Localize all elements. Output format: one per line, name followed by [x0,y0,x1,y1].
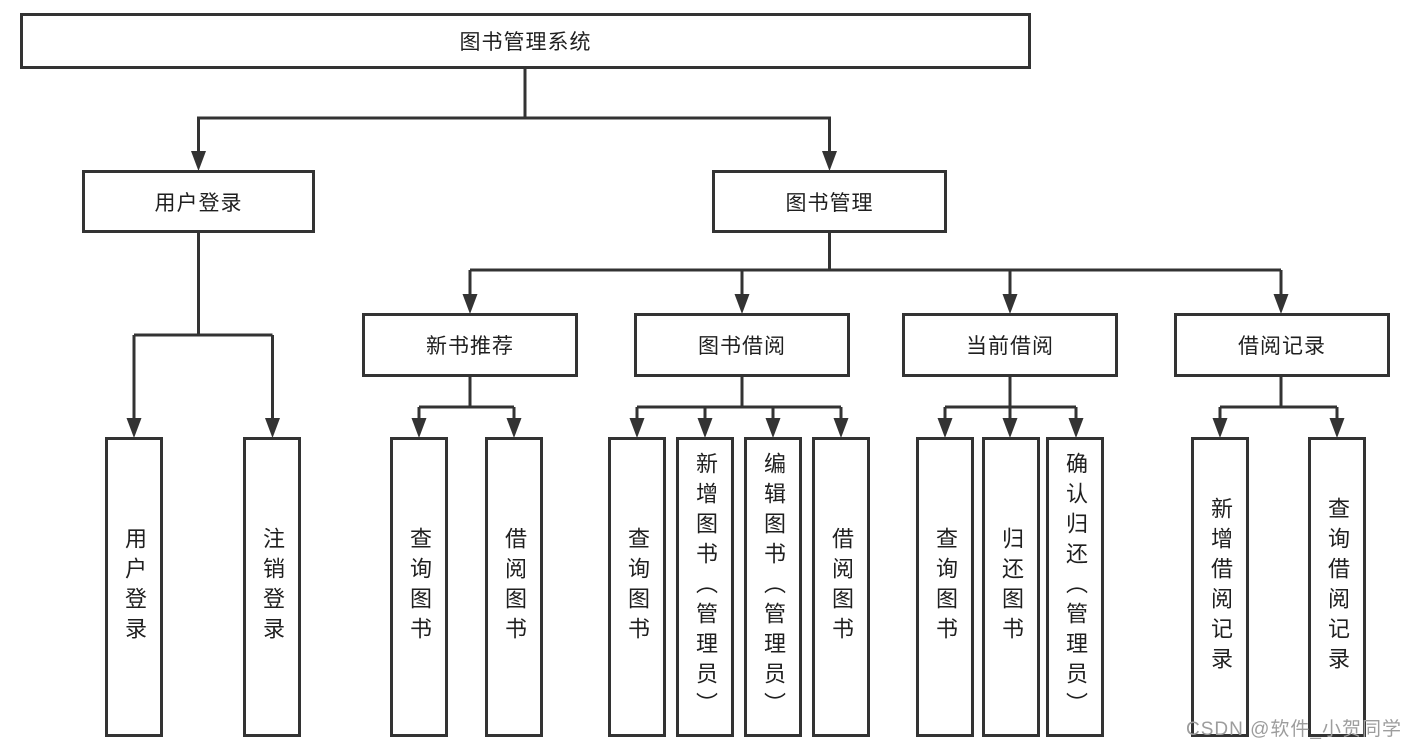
leaf-query-books: 查询图书 [916,437,974,737]
csdn-watermark: CSDN @软件_小贺同学 [1186,719,1402,740]
leaf-label: 查询借阅记录 [1325,497,1350,677]
leaf-borrow-books: 借阅图书 [485,437,543,737]
node-user-login: 用户登录 [82,170,315,233]
node-label: 图书借阅 [698,335,786,358]
leaf-label: 注销登录 [260,527,285,647]
leaf-logout: 注销登录 [243,437,301,737]
leaf-label: 编辑图书（管理员） [761,452,786,722]
leaf-label: 查询图书 [933,527,958,647]
node-current-borrowing: 当前借阅 [902,313,1118,377]
node-label: 新书推荐 [426,335,514,358]
leaf-add-books-admin: 新增图书（管理员） [676,437,734,737]
leaf-label: 借阅图书 [829,527,854,647]
leaf-query-books: 查询图书 [608,437,666,737]
leaf-label: 新增借阅记录 [1208,497,1233,677]
leaf-edit-books-admin: 编辑图书（管理员） [744,437,802,737]
leaf-query-borrow-record: 查询借阅记录 [1308,437,1366,737]
leaf-confirm-return-admin: 确认归还（管理员） [1046,437,1104,737]
leaf-label: 归还图书 [999,527,1024,647]
node-book-management: 图书管理 [712,170,947,233]
node-label: 当前借阅 [966,335,1054,358]
node-label: 图书管理系统 [459,31,592,54]
leaf-label: 借阅图书 [502,527,527,647]
node-library-management-system: 图书管理系统 [20,13,1031,69]
leaf-user-login: 用户登录 [105,437,163,737]
leaf-borrow-books: 借阅图书 [812,437,870,737]
node-label: 图书管理 [785,191,874,215]
node-new-book-recommendation: 新书推荐 [362,313,578,377]
node-borrowing-records: 借阅记录 [1174,313,1390,377]
leaf-label: 查询图书 [407,527,432,647]
leaf-label: 查询图书 [625,527,650,647]
leaf-add-borrow-record: 新增借阅记录 [1191,437,1249,737]
leaf-label: 确认归还（管理员） [1063,452,1088,722]
leaf-label: 用户登录 [122,527,147,647]
node-label: 借阅记录 [1238,335,1326,358]
node-label: 用户登录 [154,191,243,215]
leaf-label: 新增图书（管理员） [693,452,718,722]
node-book-borrowing: 图书借阅 [634,313,850,377]
leaf-return-books: 归还图书 [982,437,1040,737]
leaf-query-books: 查询图书 [390,437,448,737]
